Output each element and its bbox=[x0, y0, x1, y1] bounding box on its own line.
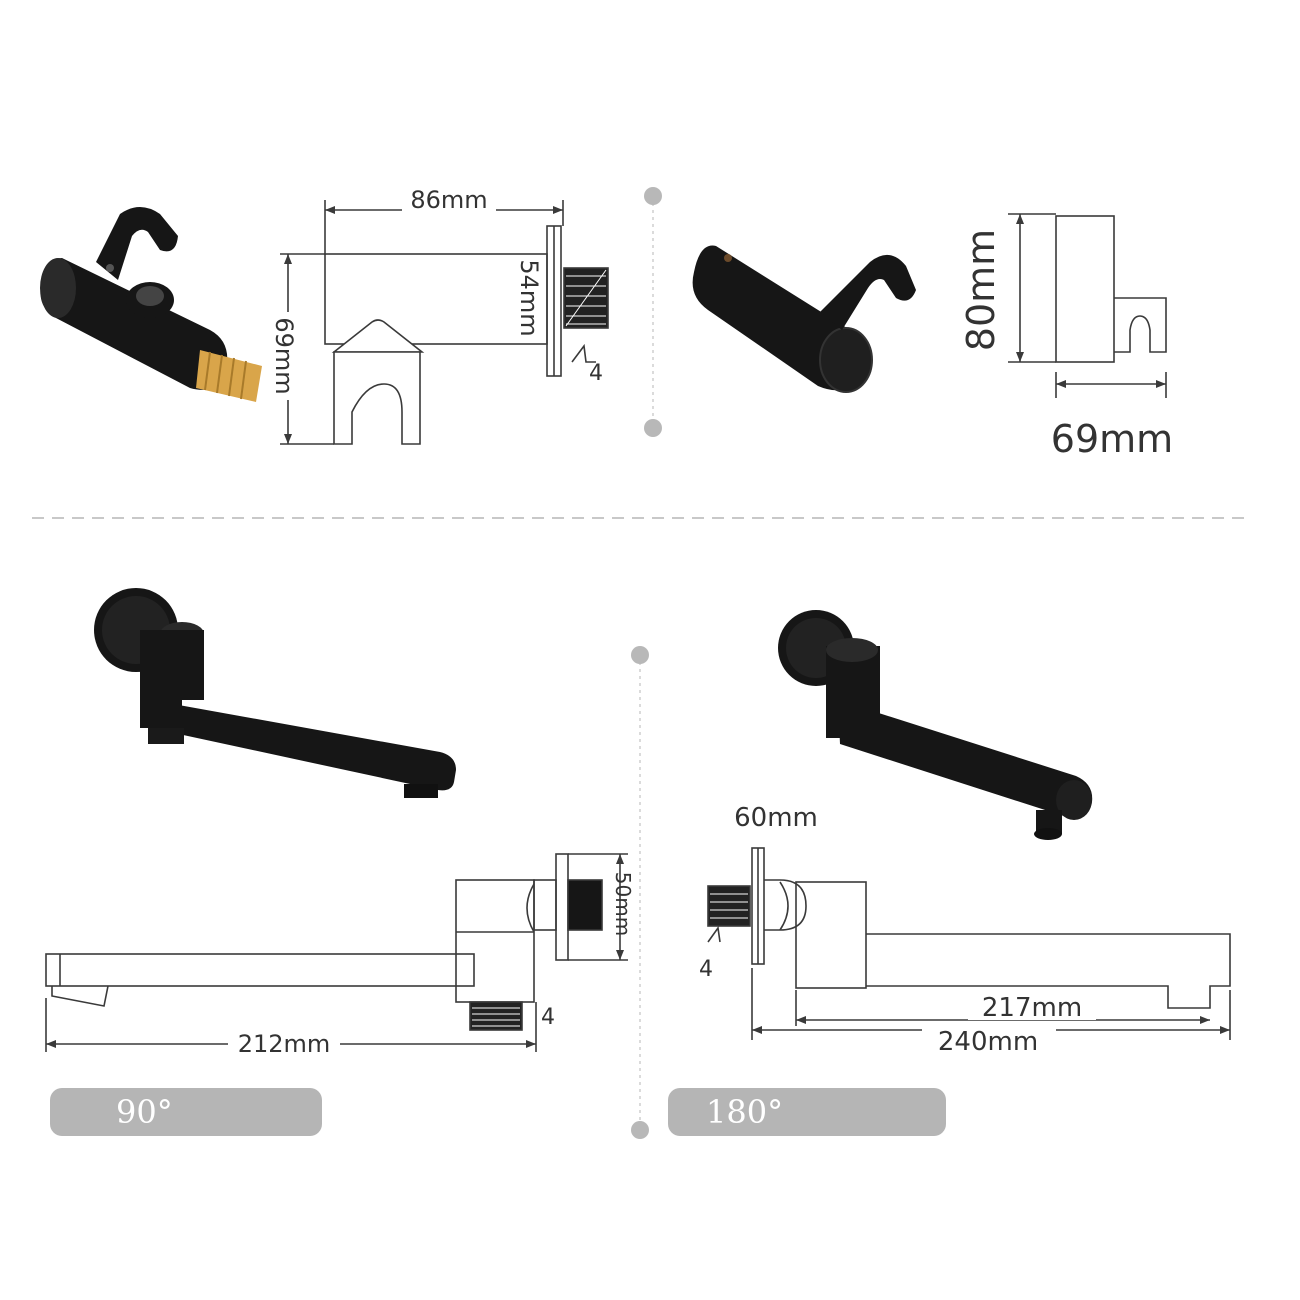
bottom-divider-dot-lower bbox=[631, 1121, 649, 1139]
bottom-divider-dot-upper bbox=[631, 646, 649, 664]
top-left-thread-label: 4 bbox=[589, 361, 603, 386]
top-left-height-label: 69mm bbox=[270, 317, 298, 394]
spout-90-icon bbox=[94, 588, 456, 798]
dividers bbox=[32, 187, 1252, 1139]
bottom-right-thread-label: 4 bbox=[699, 957, 713, 982]
label-bg bbox=[922, 1028, 1056, 1056]
top-left-width-label: 86mm bbox=[410, 186, 487, 214]
top-right-height-label: 80mm bbox=[959, 229, 1003, 351]
top-left-depth-label: 54mm bbox=[515, 259, 543, 336]
angle-badge-180-label: 180° bbox=[706, 1093, 784, 1131]
top-right-width-label: 69mm bbox=[1051, 417, 1173, 461]
top-divider-dot-upper bbox=[644, 187, 662, 205]
bottom-left-length-label: 212mm bbox=[238, 1030, 331, 1058]
spout-180-icon bbox=[778, 610, 1093, 840]
bottom-right-total-length-label: 240mm bbox=[938, 1027, 1038, 1057]
top-right-drawing bbox=[1008, 213, 1167, 398]
bottom-left-drawing bbox=[45, 853, 628, 1052]
wall-connector-holder-icon bbox=[40, 207, 262, 402]
top-left-drawing bbox=[280, 200, 609, 445]
bottom-right-inner-length-label: 217mm bbox=[982, 993, 1082, 1023]
top-divider-dot-lower bbox=[644, 419, 662, 437]
bottom-left-thread-label: 4 bbox=[541, 1005, 555, 1030]
bottom-left-plate-label: 50mm bbox=[611, 872, 635, 936]
label-bg bbox=[272, 312, 302, 400]
angle-badge-90: 90° bbox=[50, 1088, 322, 1136]
angle-badge-180: 180° bbox=[668, 1088, 946, 1136]
label-bg bbox=[402, 184, 496, 212]
bottom-right-plate-label: 60mm bbox=[734, 803, 818, 833]
label-bg bbox=[968, 994, 1096, 1020]
shower-holder-icon bbox=[692, 245, 916, 393]
label-bg bbox=[228, 1030, 340, 1058]
angle-badge-90-label: 90° bbox=[116, 1093, 173, 1131]
